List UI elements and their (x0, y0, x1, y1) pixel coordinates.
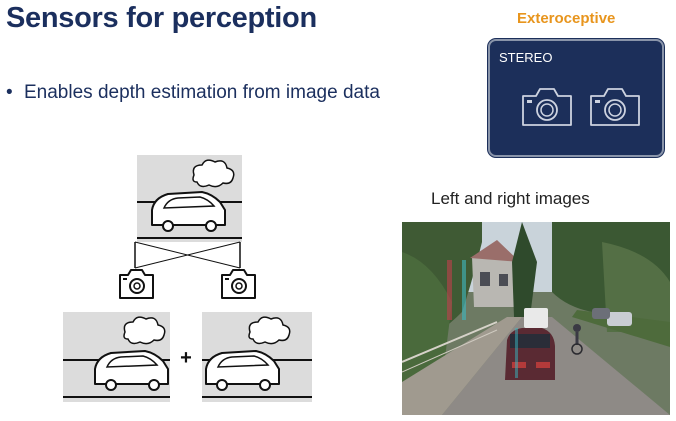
stereo-anaglyph-photo (402, 222, 670, 415)
scene-left-view (63, 312, 170, 402)
stereo-geometry-diagram: + (60, 150, 320, 405)
sensor-category-label: Exteroceptive (517, 10, 616, 27)
plus-operator: + (180, 347, 192, 369)
cloud-icon (123, 316, 166, 345)
stereo-images-caption: Left and right images (431, 189, 590, 208)
bullet-point: • Enables depth estimation from image da… (6, 80, 436, 105)
car-icon (151, 191, 226, 232)
camera-icon (119, 269, 154, 299)
camera-icon (522, 88, 572, 126)
stereo-sensor-panel: STEREO (488, 39, 664, 157)
scene-right-view (202, 312, 312, 402)
camera-icon (590, 88, 640, 126)
camera-icon (221, 269, 256, 299)
stereo-label: STEREO (499, 50, 553, 65)
car-icon (205, 350, 280, 391)
bullet-marker: • (6, 82, 13, 103)
scene-top (137, 155, 242, 242)
cloud-icon (248, 316, 291, 345)
slide-title: Sensors for perception (6, 2, 317, 34)
cloud-icon (192, 159, 235, 188)
car-icon (94, 350, 169, 391)
bullet-text: Enables depth estimation from image data (24, 82, 380, 103)
